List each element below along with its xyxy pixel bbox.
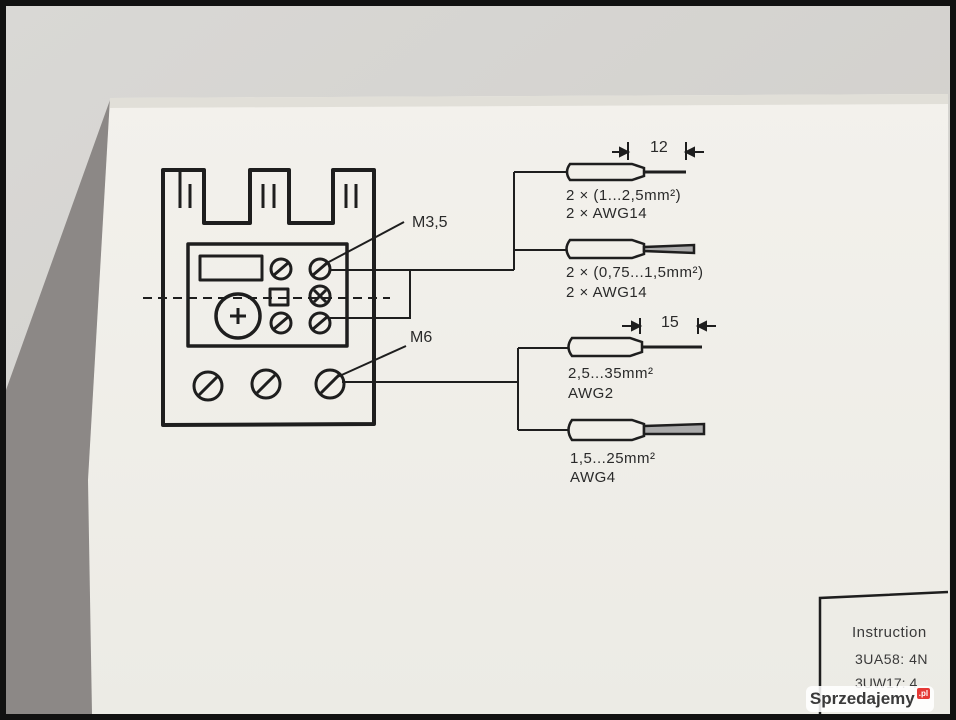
wire-4-line2: AWG4 xyxy=(570,469,616,486)
dimension-markers xyxy=(612,142,716,334)
m35-label: M3,5 xyxy=(412,214,448,231)
watermark-logo: Sprzedajemy.pl xyxy=(806,686,934,712)
wire-1-line1: 2 × (1...2,5mm²) xyxy=(566,187,682,204)
instruction-box xyxy=(818,590,949,714)
watermark-text: Sprzedajemy xyxy=(809,689,915,708)
wire-2-line1: 2 × (0,75...1,5mm²) xyxy=(566,264,704,281)
watermark-tld: .pl xyxy=(916,687,931,699)
wire-drawings xyxy=(565,162,706,442)
connection-lines xyxy=(324,171,568,431)
wire-3-line1: 2,5...35mm² xyxy=(568,365,654,382)
wire-4-line1: 1,5...25mm² xyxy=(570,450,656,467)
instruction-model-1: 3UA58: 4N xyxy=(855,651,928,667)
strip-length-12: 12 xyxy=(650,139,668,156)
strip-length-15: 15 xyxy=(661,314,679,331)
m6-label: M6 xyxy=(410,329,433,346)
wire-2-line2: 2 × AWG14 xyxy=(566,284,648,301)
wire-1-line2: 2 × AWG14 xyxy=(566,205,648,222)
instruction-title: Instruction xyxy=(852,624,927,641)
wire-3-line2: AWG2 xyxy=(568,385,614,402)
